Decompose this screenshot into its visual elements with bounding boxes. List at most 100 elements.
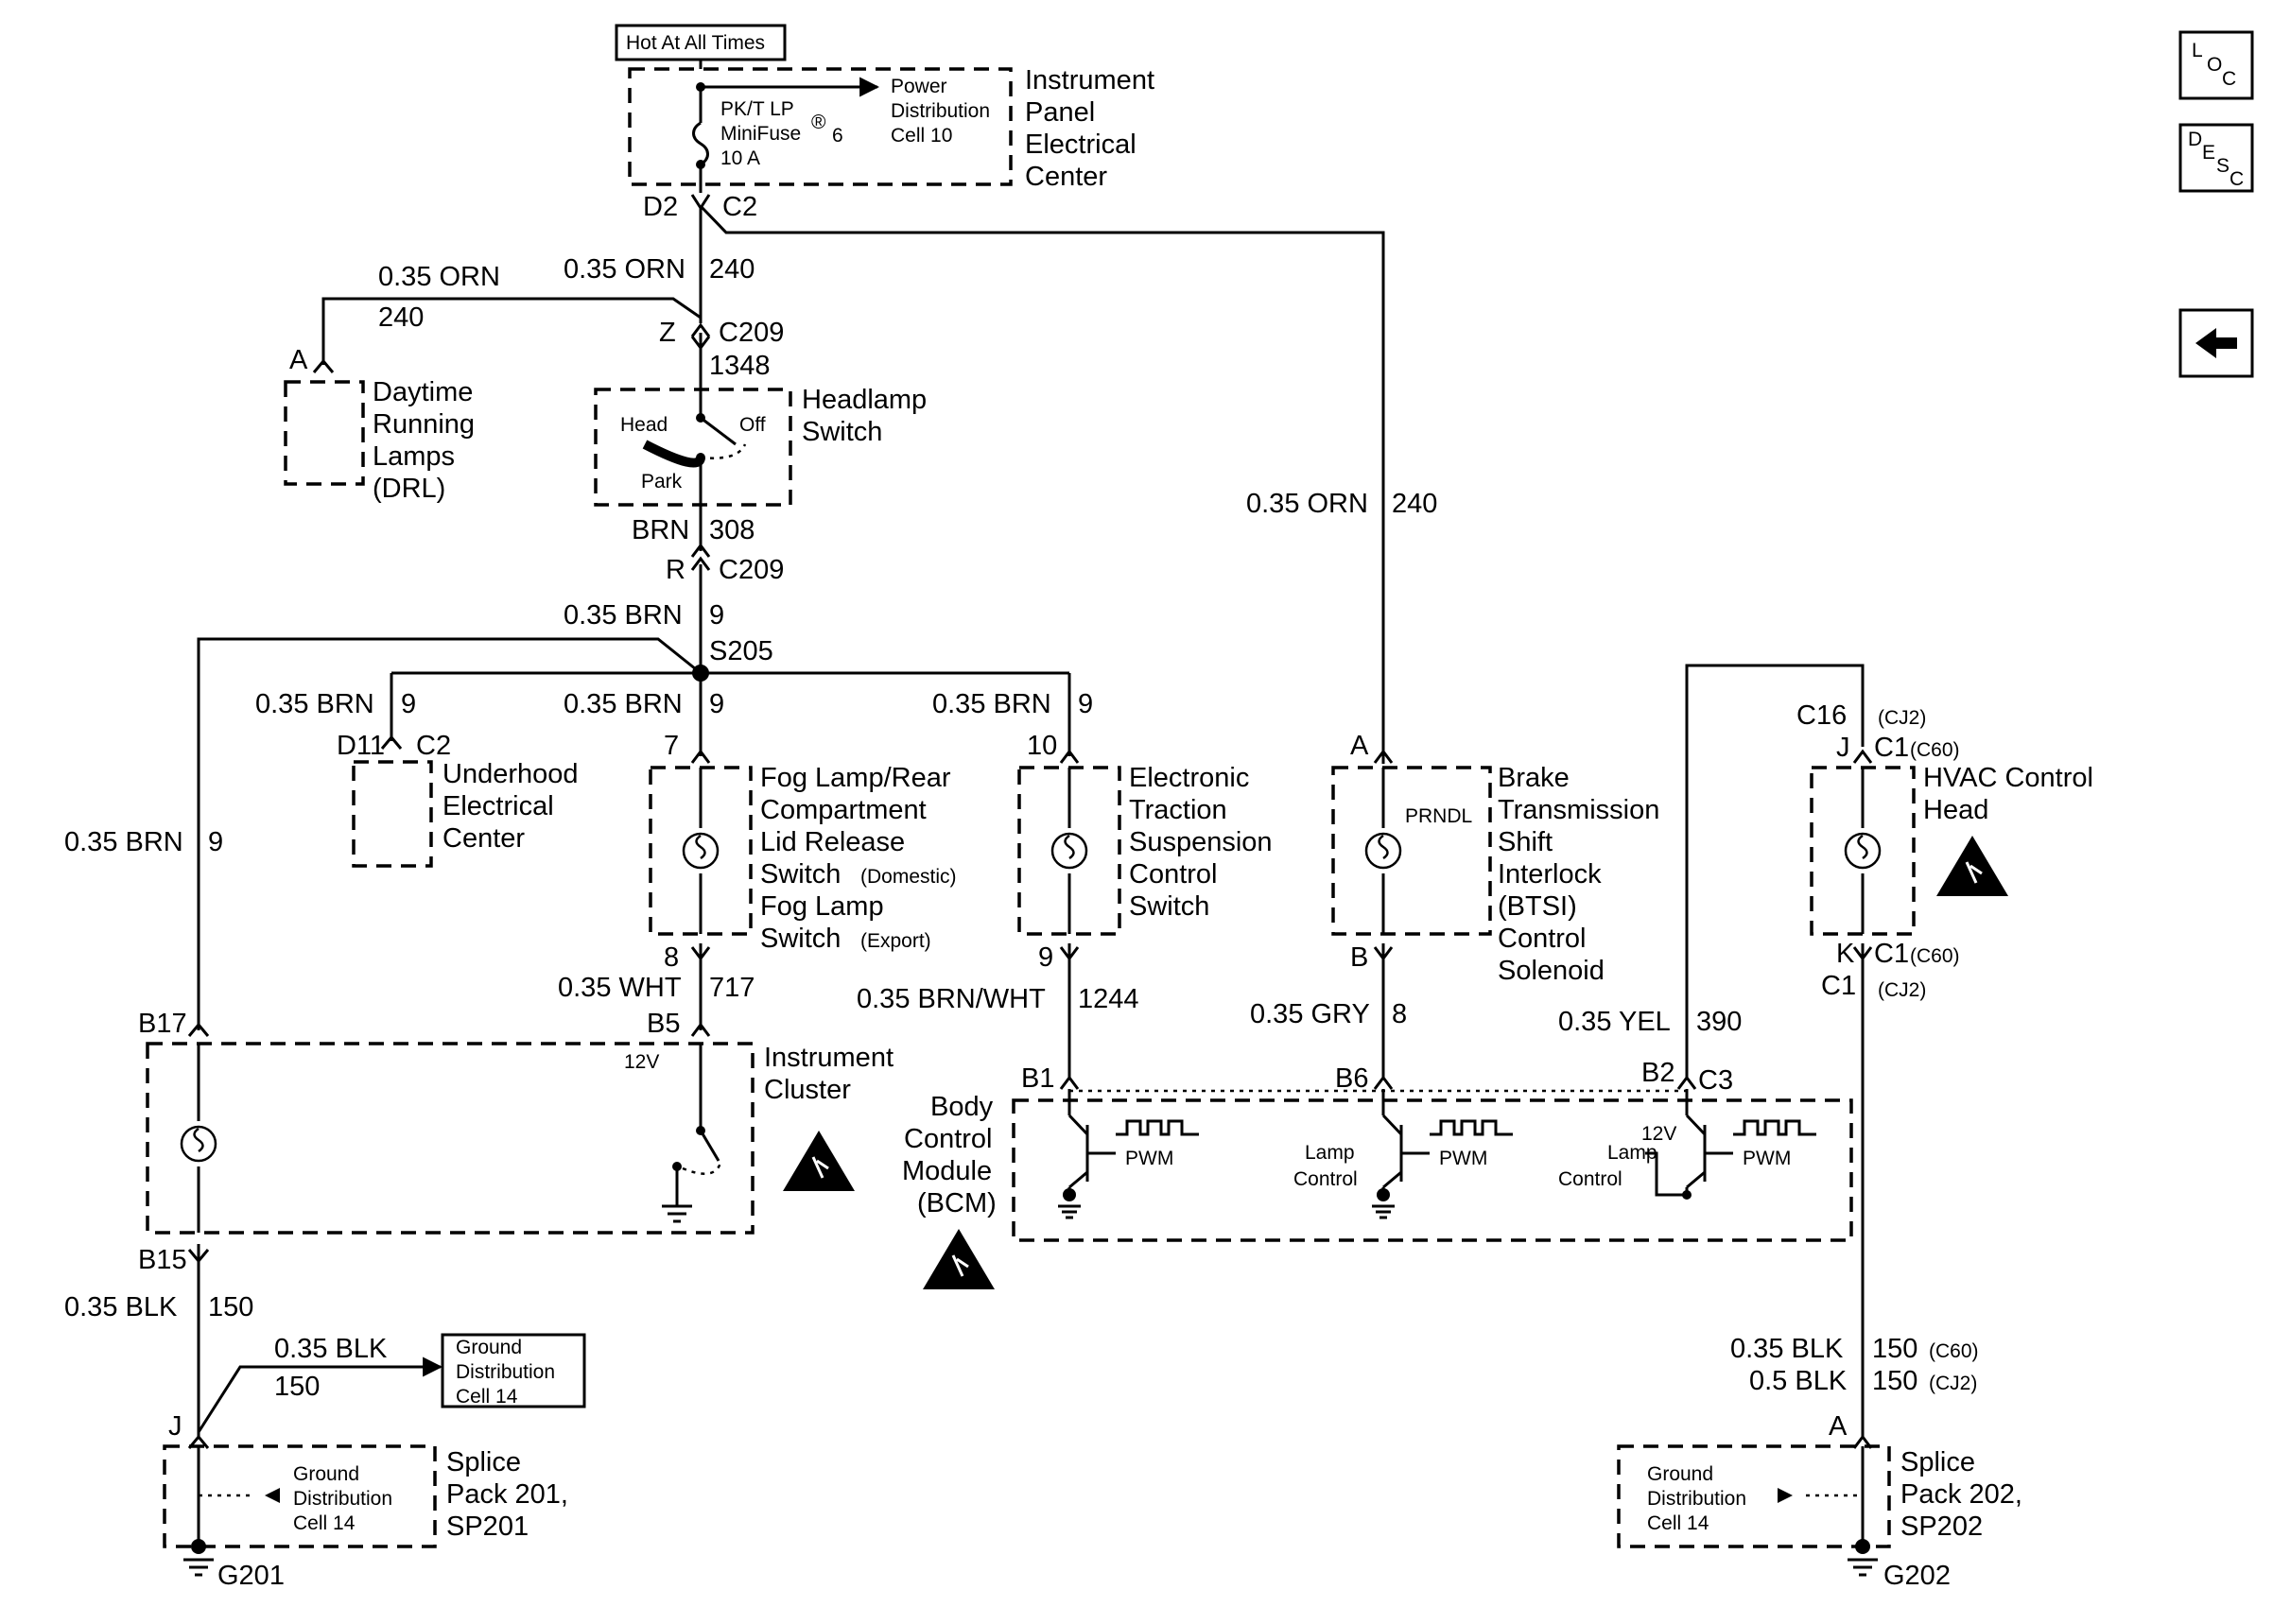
instrument-cluster-name-line2: Cluster [764,1075,851,1105]
connector-b2: B2 [1641,1058,1674,1088]
voltage-12v: 12V [624,1051,659,1073]
connector-b15: B15 [138,1245,187,1275]
circuit-9: 9 [709,689,724,719]
circuit-8: 8 [1392,999,1407,1029]
voltage-12v: 12V [1641,1123,1676,1145]
esd-warning-icon [1936,836,2008,896]
circuit-717: 717 [709,973,755,1003]
loc-button[interactable]: L O C [2178,30,2254,100]
switch-position-off: Off [739,414,766,436]
connector-pin-j: J [168,1411,182,1442]
ets-name-line4: Control [1129,859,1218,890]
fog-lamp-switch: Fog Lamp/Rear Compartment Lid Release Sw… [649,763,957,954]
prndl-label: PRNDL [1405,805,1472,827]
wire-label-orn: 0.35 ORN [378,262,500,292]
circuit-150: 150 [1872,1334,1917,1364]
fog-switch-name-line6: Switch [760,924,841,954]
lamp-control-line2: Control [1558,1168,1622,1190]
wire-label-brn: 0.35 BRN [564,689,683,719]
lamp-control-line1: Lamp [1607,1142,1657,1164]
registered-mark: ® [811,112,826,133]
fog-switch-name-line2: Compartment [760,795,927,825]
headlamp-switch: Head Off Park Headlamp Switch [594,385,927,507]
connector-pin-8: 8 [664,942,679,973]
connector-pin-j: J [1836,733,1850,763]
connector-pin-a: A [1350,731,1369,761]
daytime-running-lamps: A Daytime Running Lamps (DRL) [284,345,475,504]
power-distribution-line3: Cell 10 [891,125,952,147]
wire-label-wht: 0.35 WHT [558,973,682,1003]
option-c60: (C60) [1929,1340,1979,1362]
bcm-name-line3: Module [902,1156,992,1186]
ets-name-line5: Switch [1129,891,1209,922]
ground-distribution-cell-14-reference[interactable]: Ground Distribution Cell 14 [441,1333,586,1408]
gd-line1: Ground [456,1337,522,1358]
connector-d2-label: D2 [643,192,678,222]
instrument-cluster: 12V Instrument Cluster [146,1042,894,1235]
connector-c2-label: C2 [722,192,757,222]
desc-letter-d: D [2188,129,2202,150]
loc-letter-c: C [2222,68,2236,90]
hvac-name-line2: Head [1923,795,1988,825]
back-button[interactable] [2178,308,2254,378]
ipec-name-line1: Instrument [1025,65,1154,95]
power-distribution-line2: Distribution [891,100,990,122]
option-c60: (C60) [1910,945,1960,967]
gd-line3: Cell 14 [293,1512,356,1534]
ets-name-line1: Electronic [1129,763,1249,793]
underhood-electrical-center: Underhood Electrical Center [352,759,579,868]
connector-pin-a: A [1829,1411,1848,1442]
circuit-240: 240 [1392,489,1437,519]
splice-s205-dot [692,665,709,682]
connector-c1: C1 [1874,939,1909,969]
loc-letter-l: L [2192,40,2203,61]
lamp-control-line1: Lamp [1305,1142,1355,1164]
wire-label-orn: 0.35 ORN [564,254,685,285]
ground-icon [1848,1558,1878,1577]
connector-c3: C3 [1698,1065,1733,1096]
underhood-name-line1: Underhood [442,759,579,789]
drl-name-line3: Lamps [373,441,455,472]
wire-label-yel: 0.35 YEL [1558,1007,1671,1037]
circuit-390: 390 [1696,1007,1742,1037]
ground-g202: G202 [1883,1561,1951,1591]
fog-switch-domestic: (Domestic) [860,866,957,888]
connector-b17: B17 [138,1009,187,1039]
back-arrow-icon [2195,328,2237,358]
circuit-1244: 1244 [1078,984,1139,1014]
desc-letter-c: C [2230,168,2244,190]
hvac-name-line1: HVAC Control [1923,763,2093,793]
ground-icon [183,1558,214,1577]
fuse-number-label: 6 [832,125,843,147]
circuit-240: 240 [709,254,755,285]
fuse-name-label: PK/T LP [720,98,794,120]
connector-b1: B1 [1021,1063,1054,1094]
btsi-name-line3: Shift [1498,827,1553,857]
wire-label-blk: 0.5 BLK [1749,1366,1848,1396]
desc-button[interactable]: D E S C [2178,123,2254,193]
fog-switch-name-line5: Fog Lamp [760,891,884,922]
gd-line1: Ground [293,1463,359,1485]
circuit-1348: 1348 [709,351,771,381]
splice-s205: S205 [709,636,773,666]
gd-line1: Ground [1647,1463,1713,1485]
btsi-name-line2: Transmission [1498,795,1659,825]
hvac-control-head: HVAC Control Head [1810,763,2093,936]
drl-name-line1: Daytime [373,377,473,407]
bcm-name-line1: Body [930,1092,994,1122]
wire-label-brn: 0.35 BRN [64,827,183,857]
connector-pin-r: R [666,555,685,585]
splice-pack-name-line3: SP202 [1900,1512,1983,1542]
connector-d11: D11 [337,731,385,761]
option-cj2: (CJ2) [1878,979,1926,1001]
underhood-name-line2: Electrical [442,791,554,821]
splice-pack-201: Ground Distribution Cell 14 Splice Pack … [163,1444,568,1577]
pwm-label: PWM [1439,1148,1487,1169]
btsi-name-line5: (BTSI) [1498,891,1577,922]
pwm-label: PWM [1125,1148,1173,1169]
wire-label-brn-wht: 0.35 BRN/WHT [857,984,1046,1014]
power-distribution-line1: Power [891,76,947,97]
fuse-rating-label: 10 A [720,147,760,169]
gd-line2: Distribution [456,1361,555,1383]
circuit-308: 308 [709,515,755,545]
